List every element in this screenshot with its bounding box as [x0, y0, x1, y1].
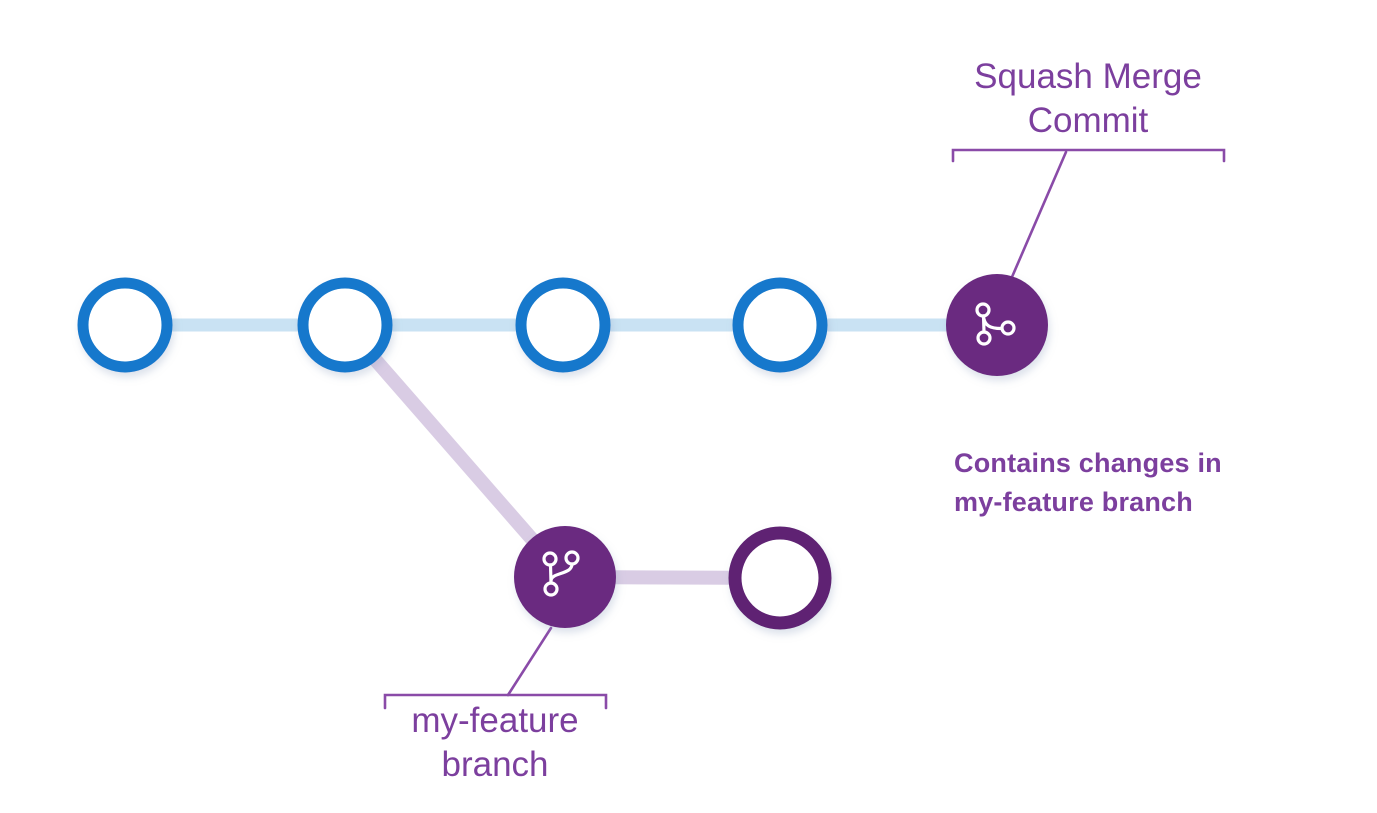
contains-note-line2: my-feature branch — [954, 487, 1193, 517]
squash-label-line2: Commit — [1027, 101, 1149, 140]
git-merge-icon — [975, 302, 1016, 346]
feature-label-pointer-line — [506, 626, 553, 697]
squash-merge-node-circle — [946, 274, 1048, 376]
feature-branch-node-circle — [514, 526, 616, 628]
squash-merge-commit-label: Squash Merge Commit — [936, 55, 1240, 143]
contains-changes-note: Contains changes in my-feature branch — [954, 444, 1274, 522]
feature-label-line1: my-feature — [411, 701, 579, 740]
git-branch-icon — [542, 550, 580, 597]
feature-label-bracket — [383, 693, 608, 710]
contains-note-line1: Contains changes in — [954, 448, 1222, 478]
main-commit-node-1 — [77, 277, 173, 373]
feature-label-line2: branch — [441, 745, 549, 784]
squash-merge-commit-node — [946, 274, 1048, 376]
squash-label-bracket — [951, 148, 1226, 163]
feature-commit-node — [728, 526, 832, 630]
feature-branch-diagonal-line — [339, 320, 571, 582]
squash-label-pointer-line — [1010, 150, 1068, 279]
squash-label-line1: Squash Merge — [974, 57, 1202, 96]
main-commit-node-4 — [732, 277, 828, 373]
main-commit-node-3 — [515, 277, 611, 373]
main-commit-node-2 — [297, 277, 393, 373]
feature-branch-head-node — [514, 526, 616, 628]
my-feature-branch-label: my-feature branch — [345, 699, 645, 787]
